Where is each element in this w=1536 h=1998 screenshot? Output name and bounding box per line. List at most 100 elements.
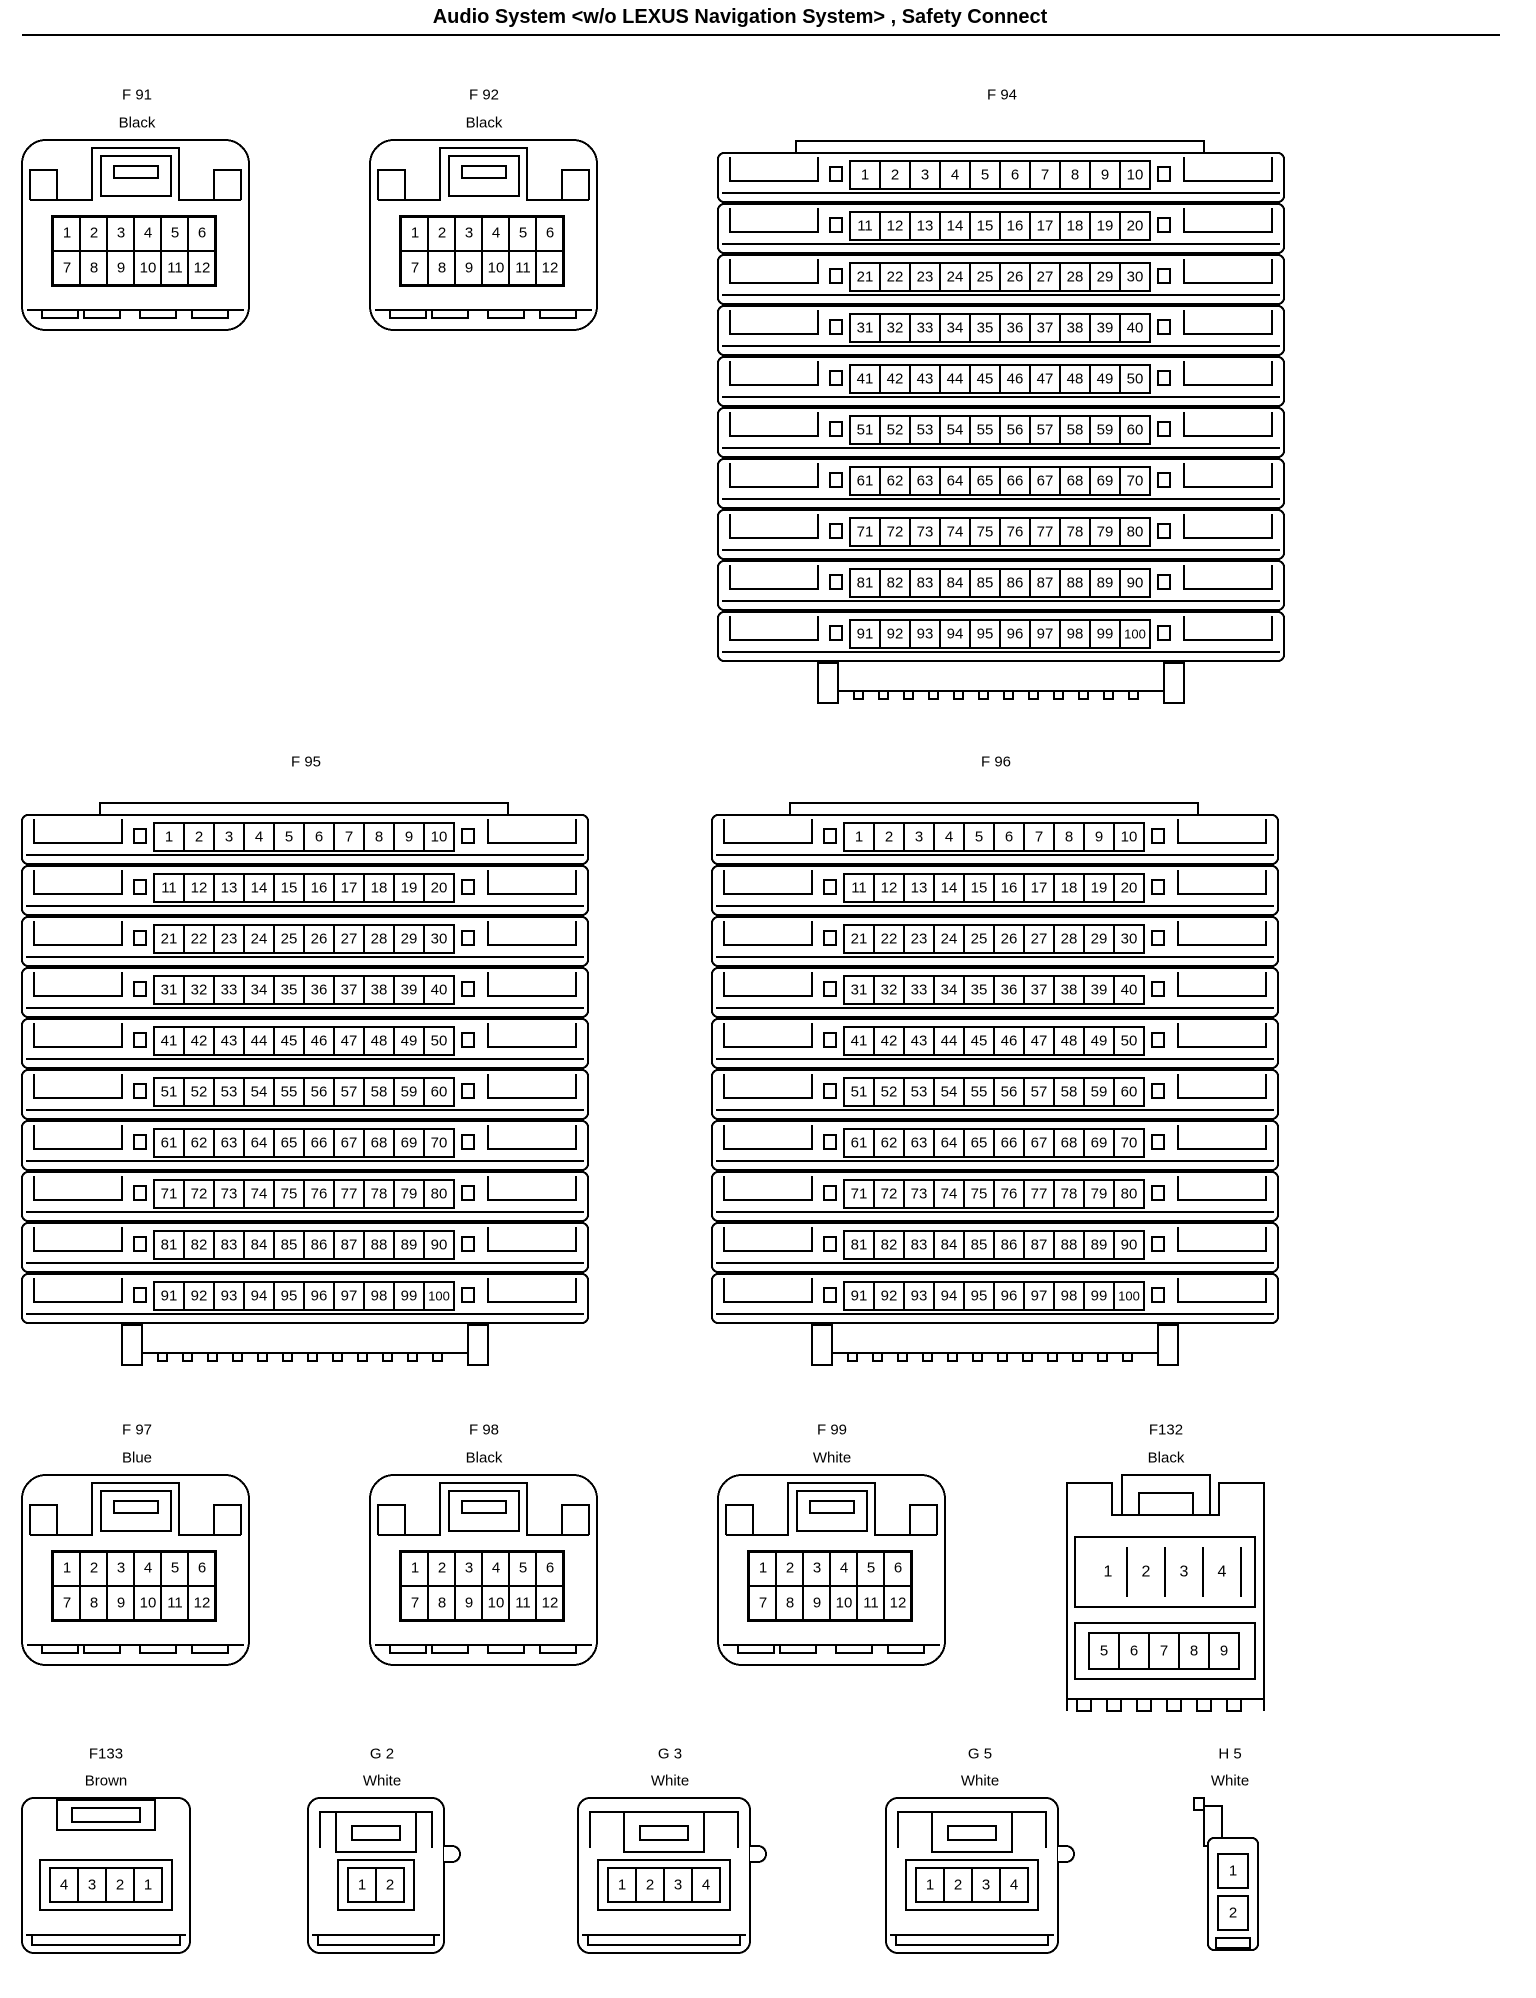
pin-label: 59 bbox=[401, 1084, 418, 1101]
row-key bbox=[461, 879, 475, 895]
connector-tab bbox=[1078, 690, 1089, 700]
pin-cell bbox=[1059, 262, 1091, 292]
pin-label: 3 bbox=[88, 1877, 96, 1894]
pin-label: 2 bbox=[195, 829, 203, 846]
pin-label: 5 bbox=[285, 829, 293, 846]
pin-label: 100 bbox=[1124, 627, 1146, 642]
pin-label: 76 bbox=[1001, 1186, 1018, 1203]
pin-label: 57 bbox=[341, 1084, 358, 1101]
pin-label: 37 bbox=[1031, 982, 1048, 999]
pin-label: 7 bbox=[1041, 167, 1049, 184]
pin-label: 14 bbox=[941, 880, 958, 897]
pin-label: 2 bbox=[891, 167, 899, 184]
row-key bbox=[133, 1032, 147, 1048]
row-key bbox=[461, 1134, 475, 1150]
pin-label: 64 bbox=[941, 1135, 958, 1152]
pin-cell bbox=[939, 313, 971, 343]
row-key bbox=[461, 981, 475, 997]
pin-cell bbox=[273, 1077, 305, 1107]
pin-label: 89 bbox=[1097, 575, 1114, 592]
pin-cell bbox=[535, 250, 564, 286]
pin-label: 20 bbox=[1127, 218, 1144, 235]
pin-cell bbox=[363, 1179, 395, 1209]
pin-label: 32 bbox=[881, 982, 898, 999]
connector-tab bbox=[1053, 690, 1064, 700]
pin-label: 100 bbox=[1118, 1289, 1140, 1304]
pin-label: 91 bbox=[851, 1288, 868, 1305]
pin-label: 60 bbox=[431, 1084, 448, 1101]
pin-cell bbox=[49, 1867, 79, 1903]
pin-cell bbox=[1083, 1077, 1115, 1107]
pin-label: 90 bbox=[1121, 1237, 1138, 1254]
connector-tab bbox=[539, 1644, 577, 1654]
pin-cell bbox=[393, 822, 425, 852]
row-key bbox=[461, 828, 475, 844]
row-key bbox=[133, 1236, 147, 1252]
connector-tab bbox=[1103, 690, 1114, 700]
pin-cell bbox=[1178, 1632, 1210, 1670]
connector-id: F 98 bbox=[469, 1422, 499, 1439]
pin-label: 62 bbox=[191, 1135, 208, 1152]
row-key bbox=[133, 1287, 147, 1303]
pin-label: 8 bbox=[438, 1595, 446, 1612]
connector-tab bbox=[835, 1644, 873, 1654]
pin-label: 31 bbox=[851, 982, 868, 999]
connector-color: White bbox=[813, 1450, 851, 1467]
pin-label: 6 bbox=[1011, 167, 1019, 184]
pin-label: 49 bbox=[401, 1033, 418, 1050]
pin-label: 45 bbox=[281, 1033, 298, 1050]
pin-cell bbox=[969, 466, 1001, 496]
pin-label: 87 bbox=[1037, 575, 1054, 592]
connector-tab bbox=[382, 1352, 393, 1362]
pin-label: 94 bbox=[947, 626, 964, 643]
pin-label: 78 bbox=[1067, 524, 1084, 541]
pin-cell bbox=[535, 1585, 564, 1621]
pin-label: 11 bbox=[851, 880, 867, 897]
pin-cell bbox=[79, 1585, 108, 1621]
pin-label: 99 bbox=[401, 1288, 418, 1305]
pin-label: 12 bbox=[542, 1595, 559, 1612]
pin-label: 44 bbox=[251, 1033, 268, 1050]
pin-label: 12 bbox=[881, 880, 898, 897]
pin-cell bbox=[303, 975, 335, 1005]
pin-label: 15 bbox=[281, 880, 298, 897]
pin-cell bbox=[243, 822, 275, 852]
pin-cell bbox=[1059, 211, 1091, 241]
pin-label: 58 bbox=[1061, 1084, 1078, 1101]
pin-cell bbox=[849, 160, 881, 190]
connector-top-rib bbox=[795, 140, 1205, 154]
pin-cell bbox=[187, 1551, 216, 1587]
pin-label: 24 bbox=[251, 931, 268, 948]
pin-cell bbox=[873, 873, 905, 903]
pin-label: 18 bbox=[1061, 880, 1078, 897]
connector-tab bbox=[431, 1644, 469, 1654]
row-key bbox=[461, 1185, 475, 1201]
pin-cell bbox=[1029, 619, 1061, 649]
connector-tab bbox=[41, 1644, 79, 1654]
pin-cell bbox=[213, 1179, 245, 1209]
connector-tab bbox=[1028, 690, 1039, 700]
pin-label: 57 bbox=[1031, 1084, 1048, 1101]
pin-cell bbox=[183, 1026, 215, 1056]
connector-latch bbox=[113, 1500, 159, 1514]
pin-label: 75 bbox=[281, 1186, 298, 1203]
pin-label: 29 bbox=[1091, 931, 1108, 948]
connector-tab bbox=[779, 1644, 817, 1654]
pin-cell bbox=[423, 1077, 455, 1107]
pin-label: 87 bbox=[1031, 1237, 1048, 1254]
row-key bbox=[1157, 625, 1171, 641]
pin-cell bbox=[879, 619, 911, 649]
pin-cell bbox=[303, 924, 335, 954]
connector-tab bbox=[207, 1352, 218, 1362]
pin-label: 58 bbox=[1067, 422, 1084, 439]
pin-label: 7 bbox=[1035, 829, 1043, 846]
connector-foot bbox=[811, 1324, 833, 1366]
pin-label: 11 bbox=[515, 260, 531, 277]
pin-label: 48 bbox=[1067, 371, 1084, 388]
pin-label: 86 bbox=[1007, 575, 1024, 592]
pin-cell bbox=[849, 415, 881, 445]
